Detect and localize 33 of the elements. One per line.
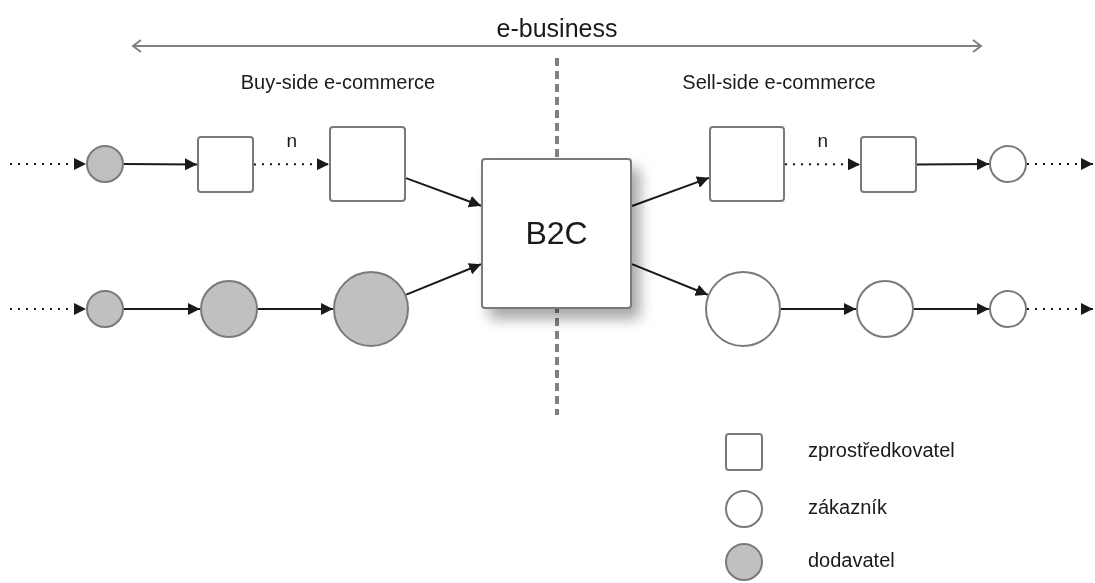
arrow: [123, 303, 201, 315]
circle: [856, 280, 914, 338]
dotted-arrow: [253, 158, 330, 171]
circle: [200, 280, 258, 338]
circle: [86, 290, 124, 328]
section-label: Buy-side e-commerce: [240, 71, 436, 94]
arrow: [913, 303, 990, 315]
circle: [989, 290, 1027, 328]
arrow: [631, 176, 710, 207]
legend-label: zákazník: [808, 496, 887, 519]
square-box: [860, 136, 917, 193]
process-box: [481, 158, 632, 309]
arrow: [405, 177, 482, 208]
dotted-arrow: [9, 158, 87, 170]
square-box: [197, 136, 254, 193]
square-box: [709, 126, 785, 202]
arrow: [405, 263, 482, 296]
dotted-arrow: [1026, 303, 1094, 315]
node-label: B2C: [525, 215, 588, 252]
legend-label: dodavatel: [808, 549, 895, 572]
arrow: [631, 263, 709, 296]
dotted-arrow: [9, 303, 87, 315]
legend-label: zprostředkovatel: [808, 439, 955, 462]
dotted-arrow: [1026, 158, 1094, 170]
arrow: [123, 158, 198, 171]
circle: [989, 145, 1027, 183]
arrow: [916, 158, 990, 171]
section-label: Sell-side e-commerce: [682, 71, 876, 94]
arrow: [780, 303, 857, 315]
arrow: [257, 303, 334, 315]
circle: [86, 145, 124, 183]
dotted-arrow: [784, 158, 861, 171]
square-box: [329, 126, 406, 202]
